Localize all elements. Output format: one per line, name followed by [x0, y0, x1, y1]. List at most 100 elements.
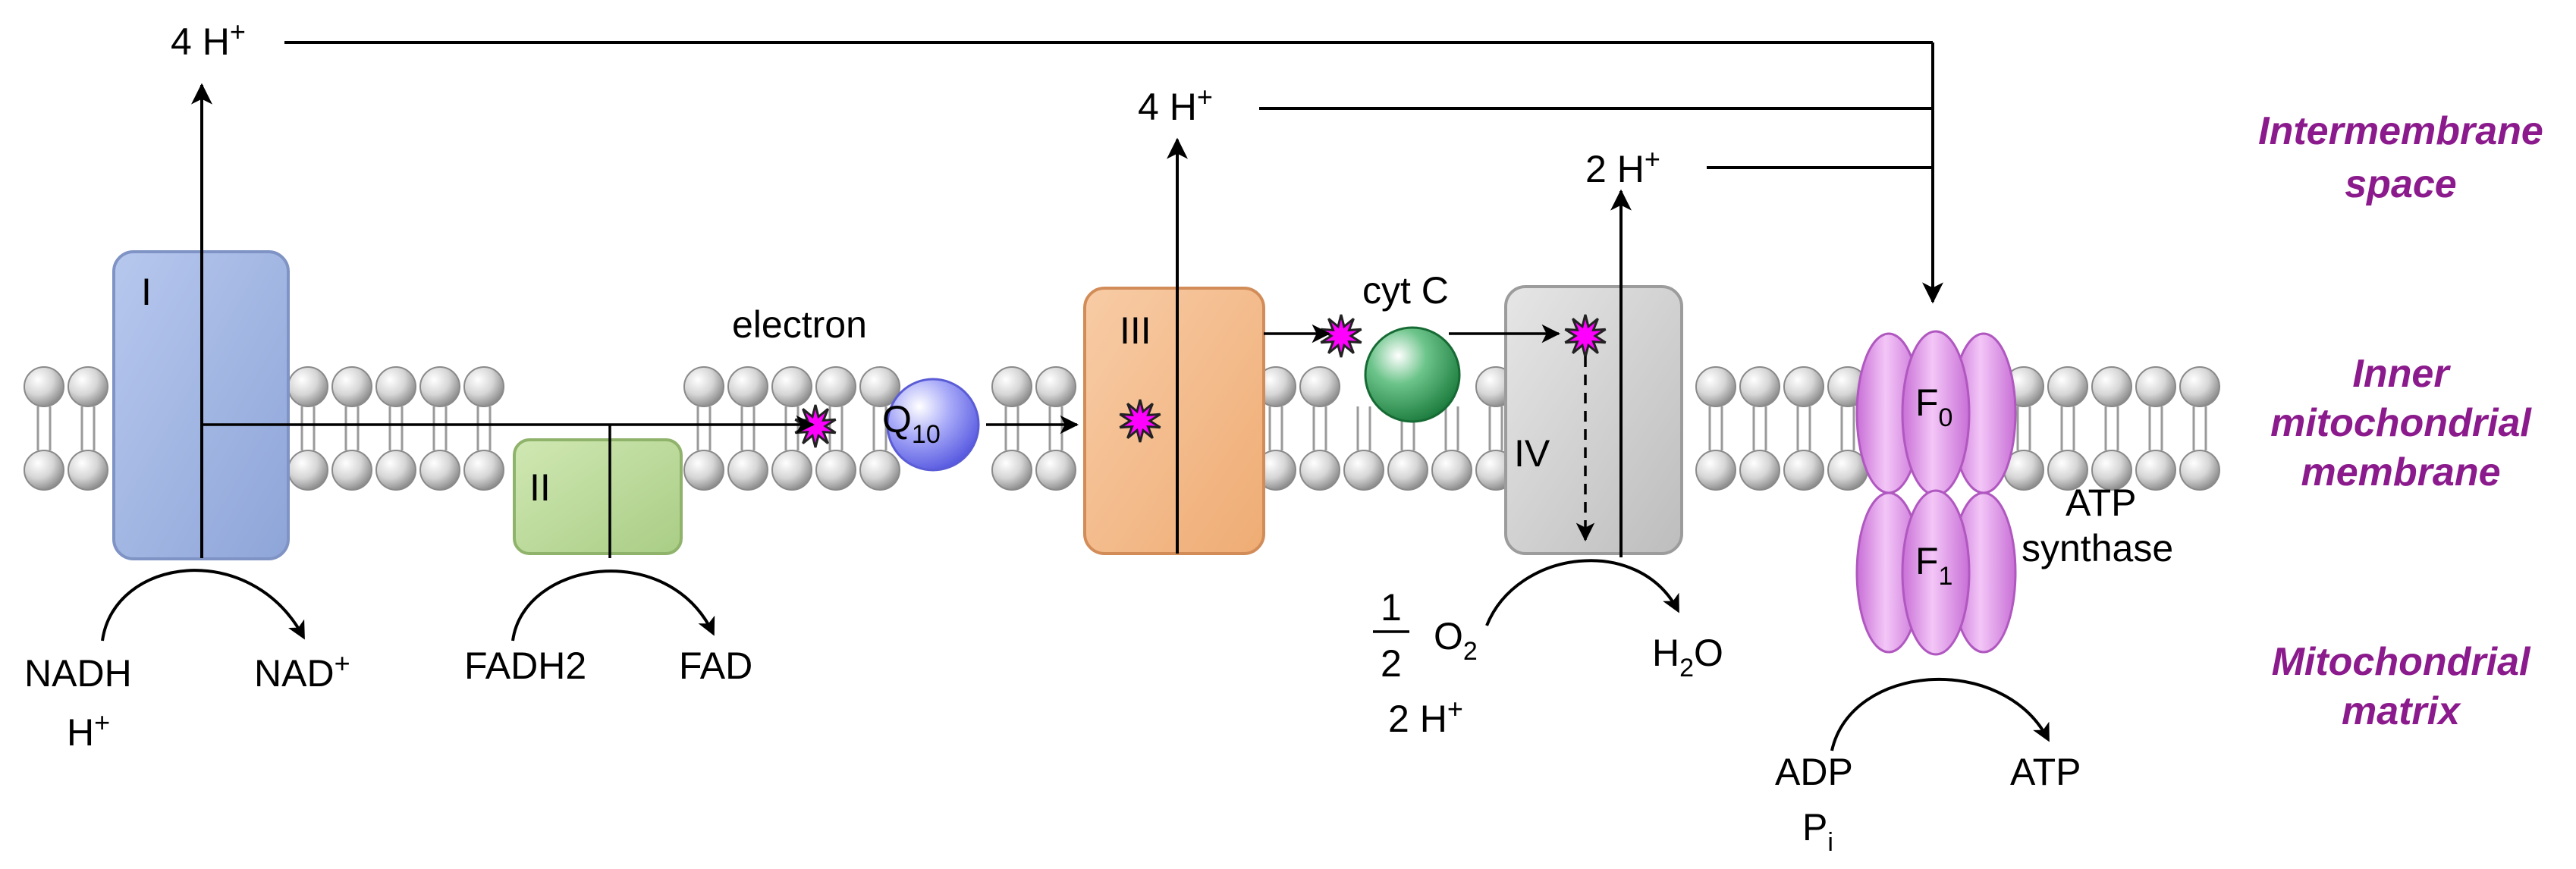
lipid-tail: [1708, 406, 1723, 450]
cyt-c-label: cyt C: [1362, 269, 1449, 312]
lipid-head: [1695, 366, 1736, 407]
complex-iii: III: [1083, 287, 1265, 555]
lipid-tail: [1752, 406, 1767, 450]
adp-label: ADP: [1775, 751, 1853, 793]
q10-carrier: [886, 378, 980, 472]
lipid-tail: [476, 406, 492, 450]
complex-ii-label: II: [529, 466, 551, 509]
lipid-head: [463, 366, 504, 407]
lipid-head: [1739, 450, 1780, 491]
lipid-head: [1783, 450, 1824, 491]
region-matrix-line1: Mitochondrial: [2272, 640, 2531, 684]
protons-complex-i: 4 H+: [171, 16, 246, 63]
lipid-head: [375, 366, 416, 407]
lipid-tail: [2192, 406, 2207, 450]
lipid-tail: [36, 406, 52, 450]
lipid-tail: [300, 406, 316, 450]
lipid-tail: [1312, 406, 1327, 450]
reaction-arrows: [101, 559, 2050, 751]
lipid-head: [331, 366, 372, 407]
protons-complex-iv: 2 H+: [1585, 143, 1660, 190]
lipid-tail: [2104, 406, 2119, 450]
f1-label: F1: [1915, 540, 1952, 591]
lipid-head: [1783, 366, 1824, 407]
half-numerator: 1: [1381, 586, 1402, 629]
nad-label: NAD+: [254, 648, 350, 695]
lipid-head: [2091, 366, 2132, 407]
lipid-tail: [432, 406, 448, 450]
proton-pumping-arrows: [191, 41, 1943, 558]
electron-star-icon: [1320, 314, 1362, 358]
lipid-head: [859, 366, 900, 407]
lipid-head: [2179, 366, 2220, 407]
lipid-head: [1695, 450, 1736, 491]
lipid-tail: [872, 406, 887, 450]
lipid-tail: [2148, 406, 2163, 450]
lipid-tail: [344, 406, 360, 450]
lipid-head: [287, 366, 328, 407]
lipid-head: [771, 450, 812, 491]
lipid-head: [419, 450, 460, 491]
h2o-label: H2O: [1652, 632, 1723, 682]
region-intermembrane-line1: Intermembrane: [2258, 109, 2543, 153]
half-denominator: 2: [1381, 642, 1402, 685]
lipid-head: [1299, 366, 1340, 407]
lipid-head: [727, 366, 768, 407]
lipid-head: [683, 366, 724, 407]
lipid-head: [991, 366, 1032, 407]
fadh2-label: FADH2: [464, 645, 586, 687]
complex-ii: II: [513, 438, 683, 555]
lipid-head: [419, 366, 460, 407]
lipid-head: [68, 450, 108, 491]
region-inner-line2: mitochondrial: [2270, 401, 2532, 445]
lipid-head: [2179, 450, 2220, 491]
f0-label: F0: [1915, 381, 1952, 432]
lipid-bilayer: [24, 366, 2220, 491]
electron-path: [202, 324, 1595, 558]
lipid-tail: [828, 406, 843, 450]
lipid-head: [1431, 450, 1472, 491]
lipid-head: [2135, 450, 2176, 491]
lipid-head: [331, 450, 372, 491]
lipid-head: [1387, 450, 1428, 491]
electron-star-icon: [1119, 399, 1161, 443]
lipid-head: [287, 450, 328, 491]
region-intermembrane-line2: space: [2345, 162, 2456, 206]
lipid-head: [1299, 450, 1340, 491]
lipid-head: [815, 450, 856, 491]
lipid-tail: [1048, 406, 1063, 450]
region-inner-line1: Inner: [2352, 352, 2451, 396]
lipid-tail: [1268, 406, 1283, 450]
lipid-tail: [1004, 406, 1019, 450]
lipid-head: [859, 450, 900, 491]
region-matrix-line2: matrix: [2342, 689, 2461, 733]
two-protons-label: 2 H+: [1388, 693, 1463, 740]
lipid-head: [991, 450, 1032, 491]
lipid-tail: [2016, 406, 2031, 450]
lipid-tail: [80, 406, 96, 450]
complex-iv: IV: [1504, 285, 1683, 555]
lipid-tail: [740, 406, 756, 450]
lipid-tail: [388, 406, 404, 450]
lipid-head: [1739, 366, 1780, 407]
complex-iii-label: III: [1120, 309, 1151, 352]
lipid-head: [375, 450, 416, 491]
lipid-head: [24, 366, 64, 407]
lipid-head: [771, 366, 812, 407]
complex-iv-label: IV: [1514, 432, 1550, 475]
lipid-head: [68, 366, 108, 407]
cytochrome-c: [1364, 326, 1461, 423]
protons-complex-iii: 4 H+: [1138, 81, 1213, 128]
lipid-head: [815, 366, 856, 407]
nadh-label: NADH: [24, 652, 132, 695]
lipid-tail: [1444, 406, 1459, 450]
region-inner-line3: membrane: [2301, 450, 2501, 494]
fad-label: FAD: [679, 645, 752, 687]
lipid-tail: [1840, 406, 1855, 450]
atp-label: ATP: [2010, 751, 2081, 793]
complex-i-label: I: [141, 271, 152, 313]
atp-synthase-label-line1: ATP: [2066, 482, 2137, 524]
lipid-tail: [1488, 406, 1503, 450]
q10-label: Q10: [882, 398, 941, 449]
